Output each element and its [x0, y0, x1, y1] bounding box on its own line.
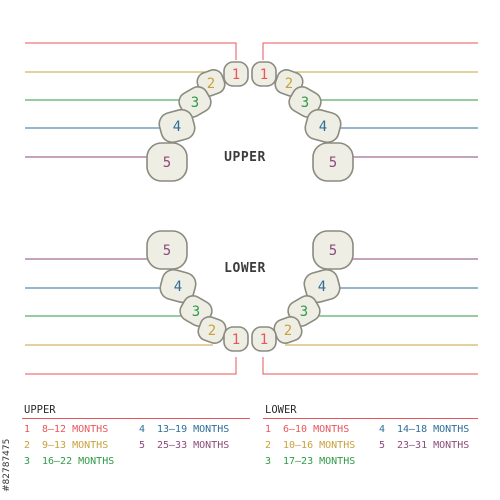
upper-tooth-right-number: 1	[260, 67, 268, 83]
lower-tooth-right-5: 5	[312, 230, 354, 270]
upper-tooth-right-number: 4	[319, 119, 327, 135]
legend-lower-title: LOWER	[265, 404, 297, 416]
stock-id-watermark: #82787475	[2, 392, 14, 492]
lower-tooth-right-number: 3	[300, 304, 308, 320]
upper-tooth-right-1: 1	[251, 61, 277, 87]
lower-tooth-left-number: 4	[174, 279, 182, 295]
lower-tooth-left-number: 2	[208, 323, 216, 339]
upper-tooth-right-number: 5	[329, 155, 337, 171]
lower-tooth-left-4: 4	[159, 268, 197, 304]
upper-tooth-right-3: 3	[288, 86, 322, 118]
upper-tooth-left-4: 4	[158, 108, 196, 144]
upper-tooth-left-number: 4	[173, 119, 181, 135]
stock-id-text: #82787475	[2, 438, 12, 492]
upper-leader-left-1	[25, 42, 237, 60]
legend-upper-rule	[22, 418, 250, 419]
upper-tooth-left-number: 5	[163, 155, 171, 171]
upper-tooth-right-number: 2	[285, 76, 293, 92]
upper-tooth-left-number: 3	[191, 95, 199, 111]
lower-tooth-left-5: 5	[146, 230, 188, 270]
legend-lower-rule	[263, 418, 478, 419]
upper-tooth-right-5: 5	[312, 142, 354, 182]
lower-tooth-right-number: 2	[284, 323, 292, 339]
upper-tooth-right-number: 3	[301, 95, 309, 111]
lower-tooth-right-number: 5	[329, 243, 337, 259]
lower-tooth-right-number: 4	[318, 279, 326, 295]
upper-jaw-label: UPPER	[224, 150, 266, 165]
lower-tooth-left-number: 5	[163, 243, 171, 259]
upper-leader-right-1	[262, 42, 478, 60]
leader-lines	[25, 42, 478, 375]
lower-jaw-label: LOWER	[224, 261, 266, 276]
lower-tooth-left-2: 2	[197, 316, 227, 344]
lower-tooth-right-number: 1	[260, 332, 268, 348]
upper-tooth-left-1: 1	[223, 61, 249, 87]
lower-tooth-left-number: 1	[232, 332, 240, 348]
upper-tooth-right-4: 4	[304, 108, 342, 144]
legend-upper-title: UPPER	[24, 404, 56, 416]
lower-tooth-right-1: 1	[251, 326, 277, 352]
upper-tooth-left-number: 1	[232, 67, 240, 83]
upper-tooth-left-5: 5	[146, 142, 188, 182]
lower-leader-right-1	[262, 357, 478, 375]
lower-tooth-left-number: 3	[192, 304, 200, 320]
lower-leader-left-1	[25, 357, 237, 375]
lower-tooth-left-1: 1	[223, 326, 249, 352]
upper-tooth-left-number: 2	[207, 76, 215, 92]
lower-tooth-right-4: 4	[303, 268, 341, 304]
